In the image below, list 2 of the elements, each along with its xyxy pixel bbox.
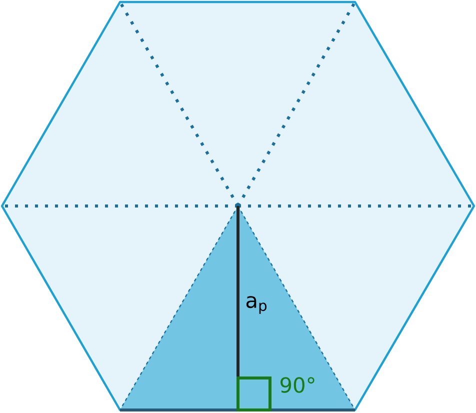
angle-label: 90° (280, 377, 314, 393)
apothem-label: a$_{p}$ (246, 296, 267, 314)
